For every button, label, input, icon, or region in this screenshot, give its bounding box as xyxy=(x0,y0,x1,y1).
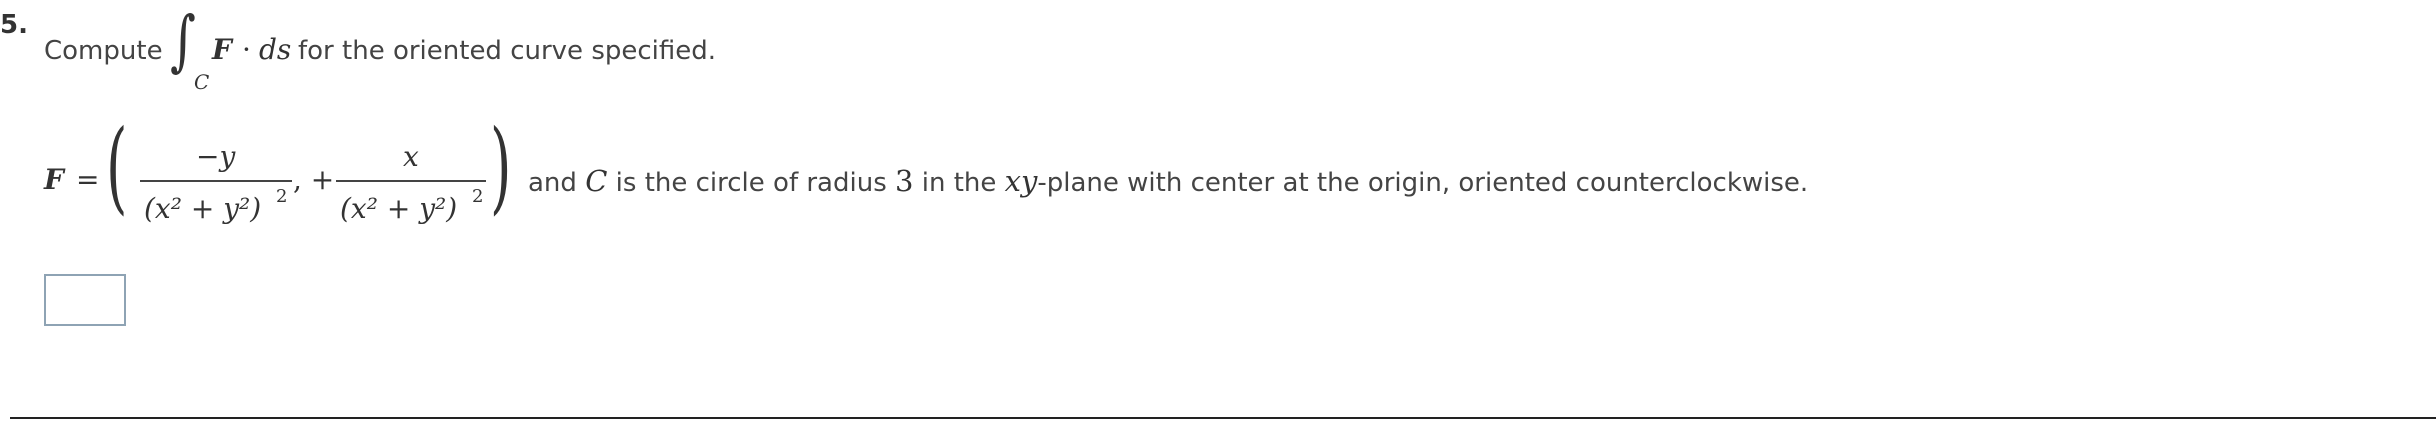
curve-description: and C is the circle of radius 3 in the x… xyxy=(528,164,1808,198)
vector-field-symbol: F xyxy=(212,33,232,66)
component1-numerator: −y xyxy=(196,140,236,173)
desc-in-the: in the xyxy=(921,168,997,198)
component2-fraction-bar xyxy=(336,180,486,182)
component1-fraction-bar xyxy=(140,180,292,182)
component-separator: , + xyxy=(293,163,335,196)
component2-exponent: 2 xyxy=(472,186,484,207)
left-paren: ( xyxy=(106,108,128,225)
ds-symbol: ds xyxy=(259,33,292,66)
desc-plane-rest: -plane with center at the origin, orient… xyxy=(1037,168,1809,198)
desc-and: and xyxy=(528,168,577,198)
prompt-text: Compute xyxy=(44,36,163,66)
component1-denominator: (x² + y²) xyxy=(144,192,262,225)
integral-sign: ∫ xyxy=(170,2,196,79)
section-divider xyxy=(10,417,2436,419)
question-number: 5. xyxy=(0,10,28,40)
equals-sign: = xyxy=(76,163,100,196)
component2-numerator: x xyxy=(403,140,419,173)
integral-subscript: C xyxy=(194,70,210,94)
component2-denominator: (x² + y²) xyxy=(340,192,458,225)
curve-symbol: C xyxy=(585,164,608,198)
right-paren: ) xyxy=(490,108,512,225)
dot-operator: · xyxy=(242,33,251,66)
field-lhs: F xyxy=(44,163,64,196)
component1-exponent: 2 xyxy=(276,186,288,207)
desc-circle: is the circle of radius xyxy=(615,168,887,198)
prompt-text-after: for the oriented curve specified. xyxy=(298,36,717,66)
plane-symbol: xy xyxy=(1004,164,1038,198)
radius-value: 3 xyxy=(895,164,914,198)
answer-input[interactable] xyxy=(44,274,126,326)
